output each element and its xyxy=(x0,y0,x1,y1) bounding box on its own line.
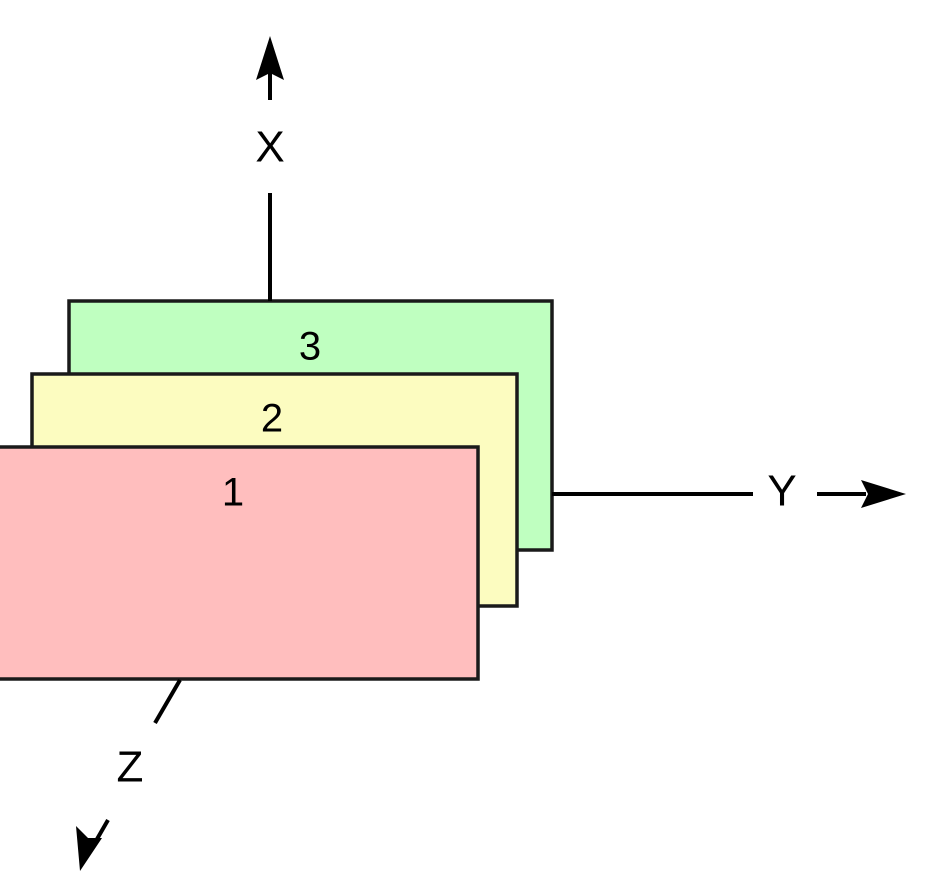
axis-x-arrow-head xyxy=(256,36,284,80)
axis-y-arrow-head xyxy=(861,480,906,508)
plane-group-1[interactable]: 1 xyxy=(0,445,480,681)
plane-1-rect[interactable] xyxy=(0,445,480,681)
plane-1-label: 1 xyxy=(222,471,244,515)
plane-2-label: 2 xyxy=(261,397,283,441)
plane-3-label: 3 xyxy=(299,325,321,369)
axis-z-arrow-head xyxy=(76,826,102,871)
axis-z-group: Z xyxy=(76,678,182,871)
axis-x-label: X xyxy=(255,123,284,172)
axis-z-label: Z xyxy=(117,743,144,792)
axis-x-group: X xyxy=(255,36,285,301)
axis-z-stem xyxy=(153,678,182,725)
axis-y-label: Y xyxy=(767,467,796,516)
axis-y-group: Y xyxy=(552,467,906,516)
